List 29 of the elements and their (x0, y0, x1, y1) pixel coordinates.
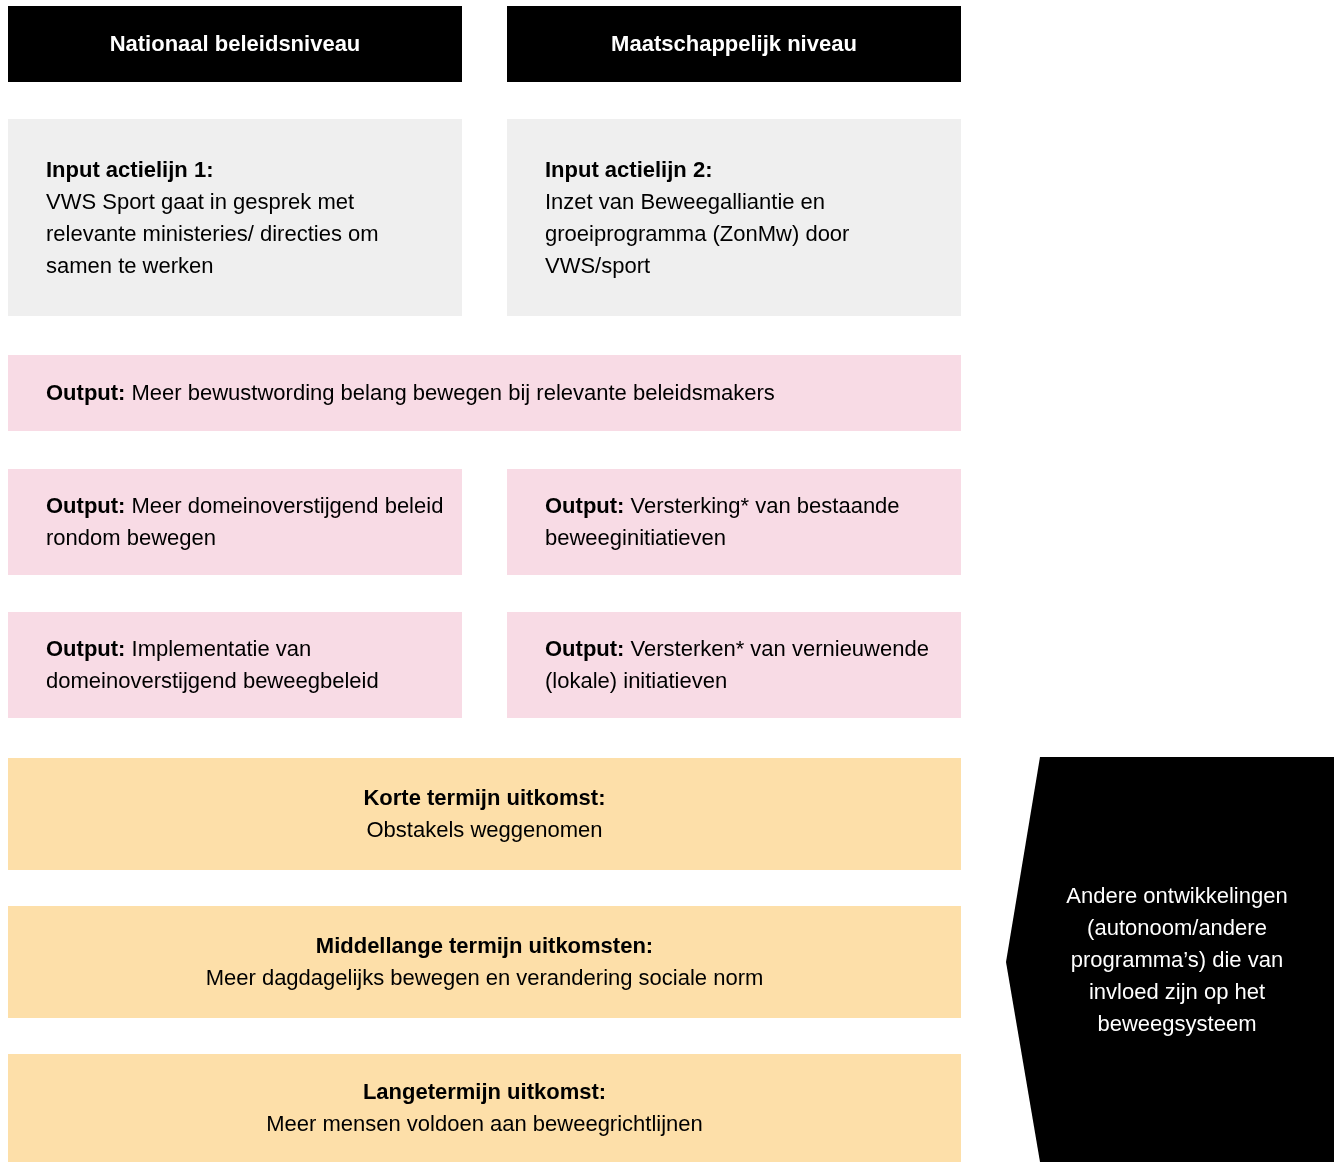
body-text: Output: Versterking* van bestaande beweeginitiatieven (545, 492, 901, 552)
body-text: Output: Implementatie van domeinoverstijgend beweegbeleid (46, 635, 380, 695)
arrow-shape (1006, 757, 1334, 1162)
outcome-box (8, 906, 961, 1018)
output-box (507, 469, 961, 575)
heading-text: Middellange termijn uitkomsten: (315, 932, 654, 960)
output-box (8, 355, 961, 431)
heading-text: Korte termijn uitkomst: (363, 784, 606, 812)
heading-text: Input actielijn 2: (545, 155, 714, 184)
body-text: Output: Meer bewustwording belang bewegen bij relevante beleidsmakers (46, 379, 776, 407)
header-text: Nationaal beleidsniveau (109, 30, 361, 58)
body-text: Output: Versterken* van vernieuwende (lokale) initiatieven (545, 635, 930, 695)
body-text: Meer mensen voldoen aan beweegrichtlijnen (266, 1110, 703, 1138)
body-text: Meer dagdagelijks bewegen en verandering sociale norm (205, 964, 764, 992)
heading-text: Langetermijn uitkomst: (362, 1078, 607, 1106)
outcome-box (8, 1054, 961, 1162)
header-text: Maatschappelijk niveau (611, 30, 857, 58)
body-text: Inzet van Beweegalliantie en groeiprogramma (ZonMw) door VWS/sport (545, 187, 851, 280)
arrow-text: Andere ontwikkelingen (autonoom/andere programma’s) die van invloed zijn op het beweegsysteem (1065, 881, 1289, 1038)
heading-text: Input actielijn 1: (46, 155, 215, 184)
output-box (8, 469, 462, 575)
output-box (8, 612, 462, 718)
header-box (507, 6, 961, 82)
body-text: Obstakels weggenomen (366, 816, 603, 844)
output-box (507, 612, 961, 718)
header-box (8, 6, 462, 82)
body-text: VWS Sport gaat in gesprek met relevante ministeries/ directies om samen te werken (46, 187, 380, 280)
body-text: Output: Meer domeinoverstijgend beleid rondom bewegen (46, 492, 445, 552)
outcome-box (8, 758, 961, 870)
